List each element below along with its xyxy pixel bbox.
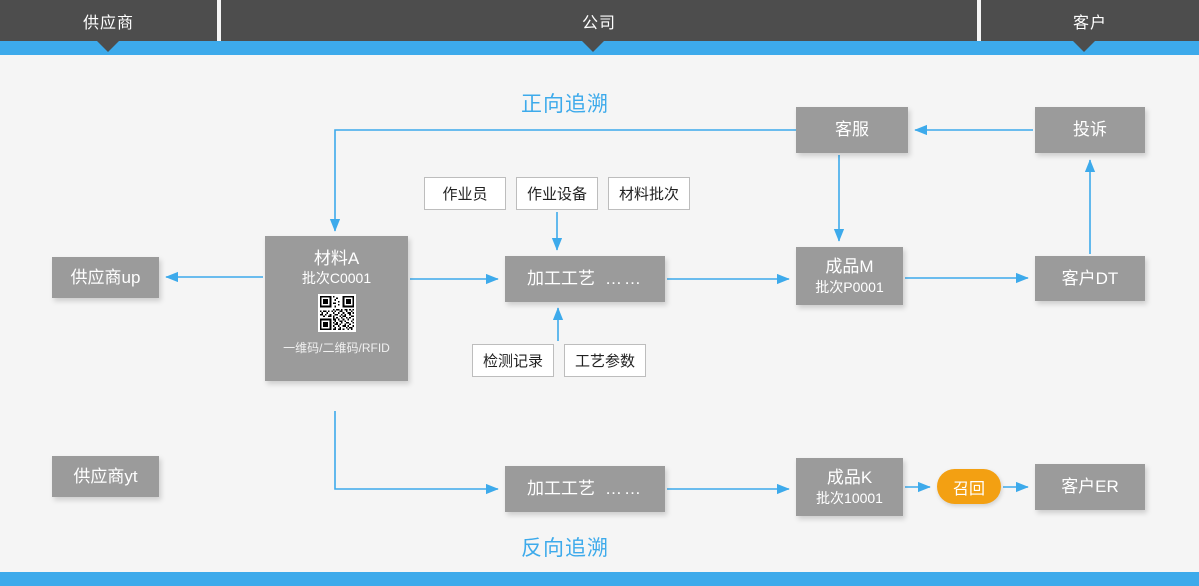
bottom-accent-bar — [0, 572, 1199, 586]
node-product-m[interactable]: 成品M 批次P0001 — [796, 247, 903, 305]
process-label: 加工工艺 — [527, 269, 595, 289]
material-title: 材料A — [313, 249, 360, 268]
attribute-label: 工艺参数 — [574, 353, 635, 370]
forward-trace-label: 正向追溯 — [521, 93, 609, 116]
attribute-inspection-record[interactable]: 检测记录 — [472, 344, 554, 377]
node-customer-dt[interactable]: 客户DT — [1035, 256, 1145, 301]
node-label: 供应商up — [70, 267, 141, 287]
node-label: 客户ER — [1061, 477, 1119, 497]
attribute-label: 检测记录 — [482, 353, 543, 370]
node-complaint[interactable]: 投诉 — [1035, 107, 1145, 153]
process-ellipsis: …… — [605, 479, 643, 499]
attribute-label: 材料批次 — [618, 186, 679, 203]
product-title: 成品M — [825, 257, 874, 277]
attribute-label: 作业设备 — [526, 186, 587, 203]
header-segment-customer: 客户 — [981, 0, 1199, 41]
header-segment-company: 公司 — [221, 0, 977, 41]
attribute-equipment[interactable]: 作业设备 — [516, 177, 598, 210]
node-customer-er[interactable]: 客户ER — [1035, 464, 1145, 510]
header-notch-customer — [1073, 41, 1095, 52]
attribute-label: 作业员 — [442, 186, 488, 203]
attribute-material-batch[interactable]: 材料批次 — [608, 177, 690, 210]
header-segment-label: 公司 — [581, 14, 616, 32]
process-ellipsis: …… — [605, 269, 643, 289]
qr-code-icon — [317, 294, 356, 333]
header-segment-supplier: 供应商 — [0, 0, 217, 41]
process-label: 加工工艺 — [527, 479, 595, 499]
product-batch: 批次10001 — [816, 489, 883, 506]
header-segment-label: 客户 — [1072, 14, 1107, 32]
node-label: 客服 — [835, 120, 869, 140]
reverse-trace-label: 反向追溯 — [521, 537, 609, 560]
node-process-top[interactable]: 加工工艺 …… — [505, 256, 665, 302]
node-product-k[interactable]: 成品K 批次10001 — [796, 458, 903, 516]
node-label: 客户DT — [1061, 268, 1119, 288]
product-batch: 批次P0001 — [815, 278, 884, 295]
material-code-types: 一维码/二维码/RFID — [283, 341, 390, 356]
node-supplier-yt[interactable]: 供应商yt — [52, 456, 159, 497]
header-notch-company — [582, 41, 604, 52]
node-supplier-up[interactable]: 供应商up — [52, 257, 159, 298]
header-segment-label: 供应商 — [82, 14, 134, 32]
material-batch: 批次C0001 — [301, 270, 372, 287]
recall-label: 召回 — [952, 480, 985, 498]
node-customer-service[interactable]: 客服 — [796, 107, 908, 153]
node-material-a[interactable]: 材料A 批次C0001 — [265, 236, 408, 381]
product-title: 成品K — [826, 468, 873, 488]
node-label: 投诉 — [1073, 120, 1107, 140]
attribute-operator[interactable]: 作业员 — [424, 177, 506, 210]
node-label: 供应商yt — [73, 466, 138, 486]
node-process-bottom[interactable]: 加工工艺 …… — [505, 466, 665, 512]
attribute-process-parameters[interactable]: 工艺参数 — [564, 344, 646, 377]
node-recall[interactable]: 召回 — [937, 469, 1001, 504]
header-notch-supplier — [97, 41, 119, 52]
